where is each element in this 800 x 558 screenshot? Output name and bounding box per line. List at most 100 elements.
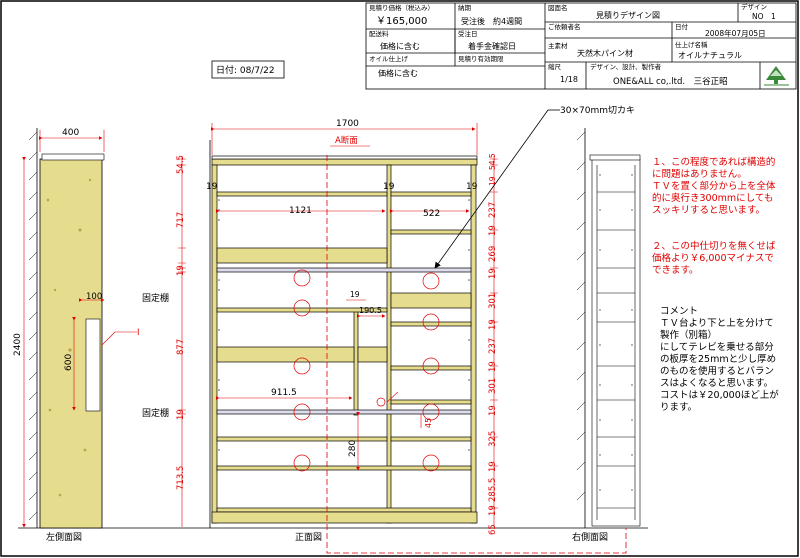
fixed-shelf-upper: 固定棚 [142, 292, 169, 304]
order-date-label: 受注日 [458, 29, 478, 38]
right-side-view [589, 154, 641, 527]
svg-text:製作（別箱）: 製作（別箱） [660, 329, 717, 341]
width-190-label: 190.5 [359, 306, 382, 315]
cutout-leader [434, 109, 549, 269]
width-911-label: 911.5 [271, 388, 297, 398]
svg-text:269: 269 [488, 246, 498, 262]
svg-text:ります。: ります。 [660, 402, 697, 413]
svg-text:301: 301 [488, 293, 498, 309]
svg-text:54.5: 54.5 [176, 155, 186, 174]
date-value: 2008年07月05日 [705, 28, 766, 38]
section-a-line [326, 155, 627, 554]
svg-text:19: 19 [488, 361, 498, 372]
design-notes: １、この程度であれば構造的 に問題はありません。 ＴＶを置く部分から上を全体 的… [652, 156, 776, 276]
date-label: 日付 [675, 22, 689, 31]
maker-label: デザイン、設計、製作者 [590, 62, 662, 71]
svg-text:237: 237 [488, 202, 498, 218]
svg-text:スッキリすると思います。: スッキリすると思います。 [652, 205, 765, 216]
delivery-value: 受注後 約4週間 [461, 16, 522, 26]
validity-label: 見積り有効期限 [458, 54, 504, 63]
finish-label: 仕上げ名稱 [675, 40, 708, 49]
order-date-value: 着手金確認日 [468, 41, 516, 51]
svg-text:的に奥行き300mmにしても: 的に奥行き300mmにしても [652, 192, 773, 204]
svg-text:ＴＶ台より下と上を分けて: ＴＶ台より下と上を分けて [660, 317, 774, 329]
shipping-fee-value: 価格に含む [380, 41, 420, 51]
left-vertical-dimensions: 54.5 19 717 19 877 713.5 [176, 155, 186, 490]
highlight-circles [293, 269, 440, 472]
right-vertical-dimensions: 54.5 19 237 19 269 19 301 19 237 19 301 … [488, 153, 498, 535]
top-19-c: 19 [466, 182, 478, 192]
left-view-label: 左側面図 [46, 531, 82, 543]
oil-finish-value: 価格に含む [378, 68, 418, 78]
scale-label: 縮尺 [548, 62, 562, 71]
shipping-fee-label: 配送料 [369, 29, 389, 38]
svg-text:コストは￥20,000ほど上が: コストは￥20,000ほど上が [660, 389, 779, 401]
scale-value: 1/18 [560, 75, 578, 84]
svg-text:できます。: できます。 [652, 265, 699, 276]
finish-value: オイルナチュラル [678, 51, 742, 60]
svg-text:19: 19 [488, 505, 498, 516]
svg-text:スはよくなると思います。: スはよくなると思います。 [660, 378, 773, 389]
right-view-label: 右側面図 [572, 531, 608, 543]
svg-text:877: 877 [176, 339, 186, 355]
client-label: ご依頼者名 [548, 22, 581, 31]
side-depth-label: 400 [62, 128, 79, 138]
right-side-holes [599, 174, 633, 491]
delivery-label: 納期 [458, 3, 472, 12]
front-dimension-lines [181, 123, 495, 527]
svg-text:２、この中仕切りを無くせば: ２、この中仕切りを無くせば [652, 240, 776, 252]
notch-height-label: 600 [64, 354, 74, 371]
front-view-label: 正面図 [295, 532, 322, 543]
svg-text:54.5: 54.5 [488, 153, 497, 170]
depth-45-label: 45 [424, 418, 433, 428]
svg-text:301: 301 [488, 378, 498, 394]
partition-19-label: 19 [350, 290, 360, 299]
front-view-bookshelf [211, 155, 478, 524]
cutout-note: 30×70mm切カキ [560, 105, 635, 116]
height-280-label: 280 [348, 440, 358, 457]
estimate-price-label: 見積り価格（税込み） [369, 3, 434, 12]
svg-text:717: 717 [176, 212, 186, 228]
date-stamp-box [211, 60, 285, 79]
width-1121-label: 1121 [289, 206, 312, 216]
svg-text:19: 19 [488, 461, 498, 472]
svg-text:237: 237 [488, 338, 498, 354]
svg-text:19: 19 [488, 176, 497, 186]
svg-text:ＴＶを置く部分から上を全体: ＴＶを置く部分から上を全体 [652, 180, 776, 192]
total-height-label: 2400 [13, 333, 23, 356]
svg-text:19: 19 [488, 405, 498, 416]
drawing-name-value: 見積りデザイン図 [596, 10, 660, 20]
top-19-a: 19 [206, 182, 218, 192]
svg-text:の板厚を25mmと少し厚め: の板厚を25mmと少し厚め [660, 353, 776, 365]
maker-value: ONE&ALL co,.ltd. 三谷正昭 [613, 77, 728, 87]
svg-text:713.5: 713.5 [176, 466, 186, 490]
svg-text:価格より￥6,000マイナスで: 価格より￥6,000マイナスで [652, 252, 774, 264]
svg-text:325: 325 [488, 431, 498, 447]
oil-finish-label: オイル仕上げ [369, 54, 409, 63]
svg-text:19: 19 [176, 265, 186, 276]
svg-text:19: 19 [488, 268, 498, 279]
notch-width-label: 100 [86, 292, 102, 302]
left-side-view: 400 2400 100 600 I 左側面図 [13, 128, 140, 543]
date-stamp: 日付: 08/7/22 [216, 65, 275, 76]
svg-text:のものを使用するとバラン: のものを使用するとバラン [660, 365, 774, 377]
top-19-b: 19 [383, 182, 395, 192]
total-width-label: 1700 [336, 119, 359, 129]
svg-text:にしてテレビを乗せる部分: にしてテレビを乗せる部分 [660, 341, 774, 353]
svg-text:１、この程度であれば構造的: １、この程度であれば構造的 [652, 156, 775, 168]
svg-text:19: 19 [488, 225, 498, 236]
svg-text:65: 65 [488, 524, 498, 535]
material-label: 主素材 [548, 41, 568, 50]
walls [18, 128, 648, 529]
svg-text:コメント: コメント [660, 306, 698, 317]
fixed-shelf-lower: 固定棚 [142, 407, 169, 419]
width-522-label: 522 [423, 209, 440, 219]
design-no-label: デザイン [741, 2, 767, 11]
drawing-name-label: 図面名 [548, 3, 568, 12]
design-no-value: NO 1 [752, 12, 776, 21]
svg-text:に問題はありません。: に問題はありません。 [652, 169, 747, 180]
title-block [365, 2, 797, 90]
section-a-top-label: A断面 [335, 135, 358, 146]
